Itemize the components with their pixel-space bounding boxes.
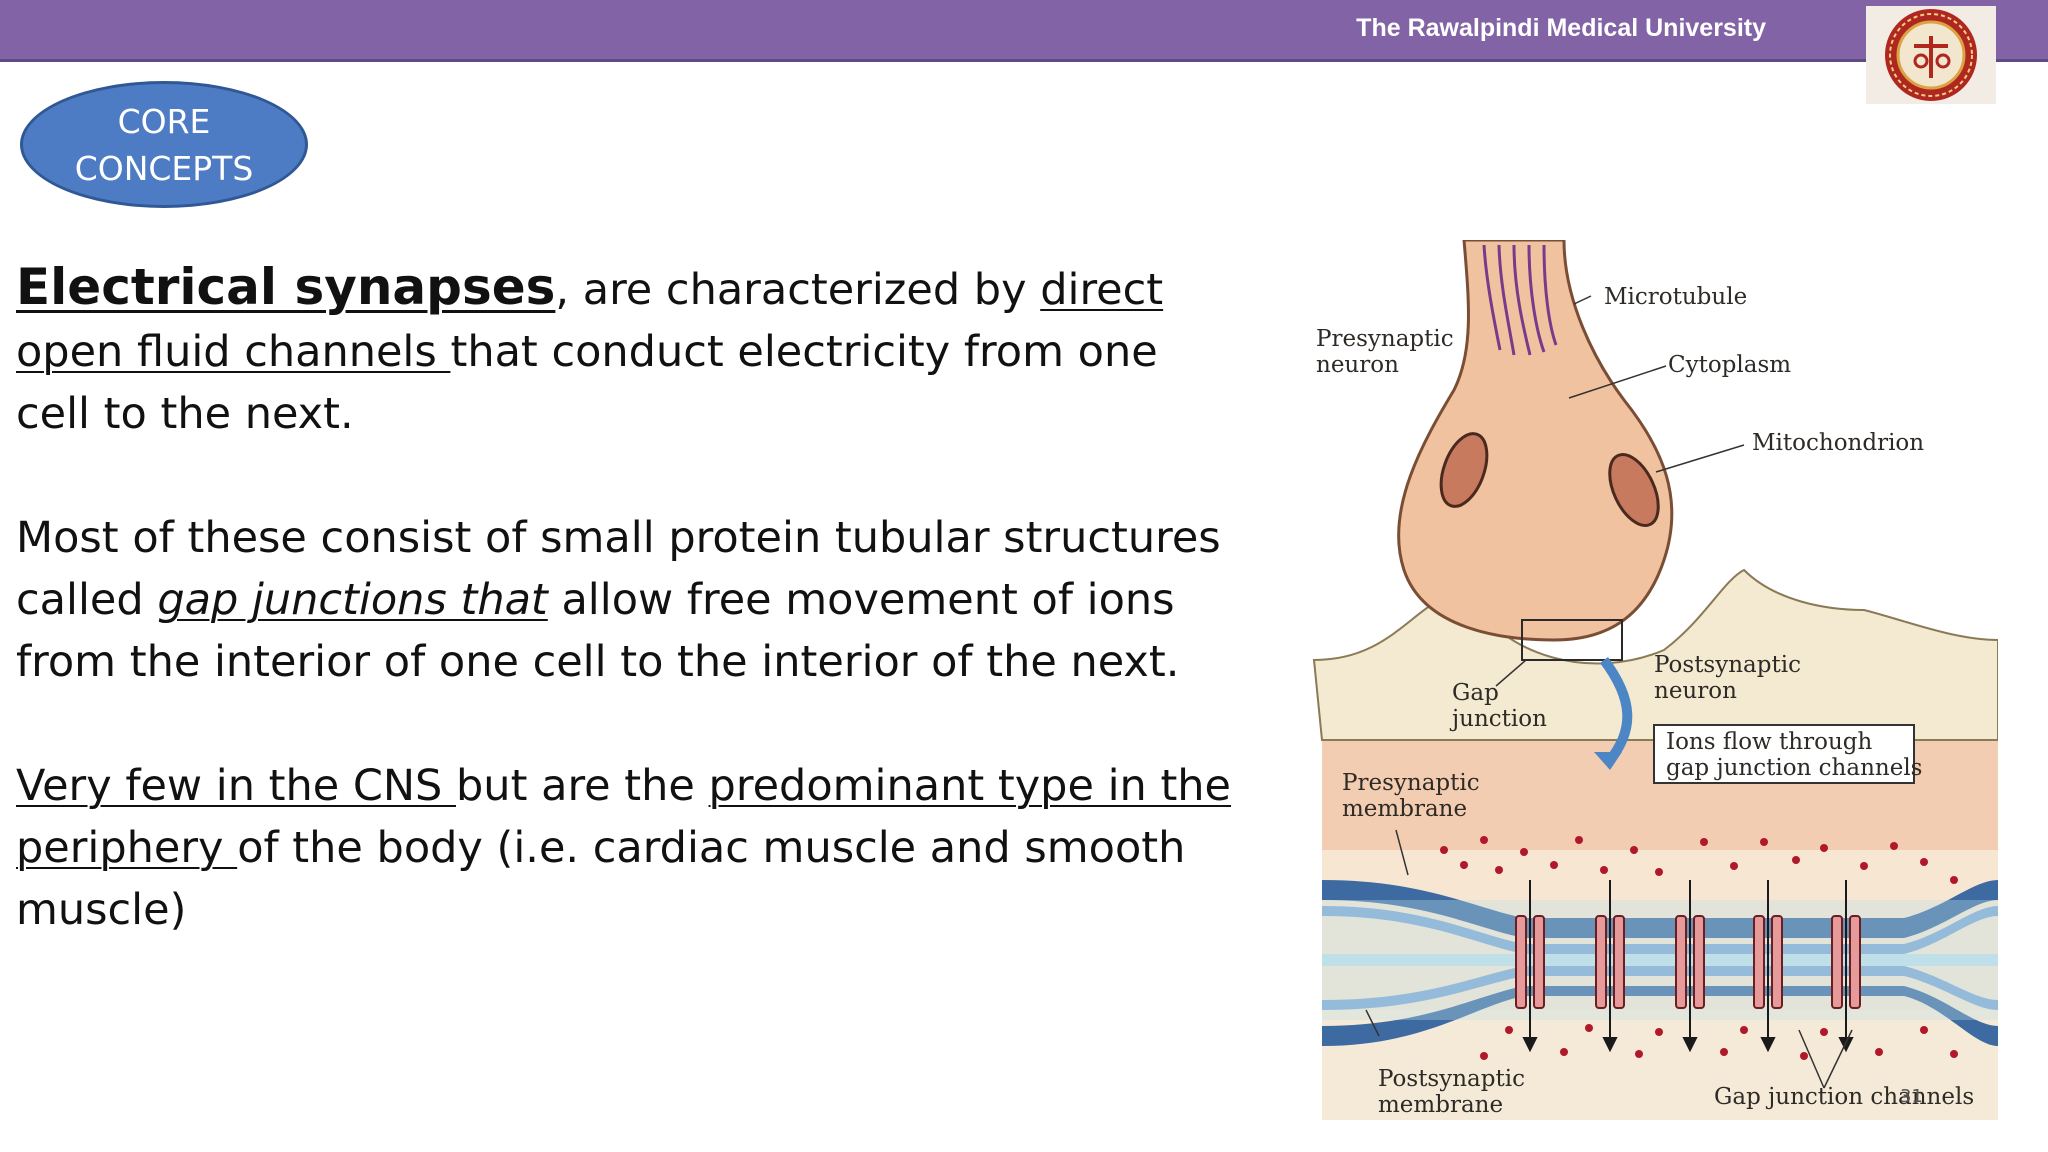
p1-text-2: that conduct electricity from one cell t… <box>16 327 1158 439</box>
p3-underline-2: predominant type in the periphery <box>16 761 1232 873</box>
university-name: The Rawalpindi Medical University <box>1356 14 1766 42</box>
p2-underline-italic: gap junctions that <box>157 575 548 625</box>
p1-underline-1: direct open fluid channels <box>16 265 1164 377</box>
slide-body: Electrical synapses, are characterized b… <box>16 256 1236 1003</box>
label-presynaptic-membrane-1: Presynaptic <box>1342 770 1480 796</box>
presynaptic-terminal <box>1397 238 1674 642</box>
postsynaptic-membrane-inner <box>1322 966 1998 1010</box>
label-postsynaptic-membrane-1: Postsynaptic <box>1378 1066 1525 1092</box>
label-ions-flow-2: gap junction channels <box>1666 755 1922 781</box>
label-mitochondrion: Mitochondrion <box>1752 430 1924 456</box>
p1-text-1: , are characterized by <box>555 265 1041 315</box>
p3-text-1: but are the <box>456 761 709 811</box>
badge-line-1: CORE <box>117 101 211 141</box>
ion-flow-arrows <box>1522 880 1854 1053</box>
gap-junction-channels <box>1515 915 1861 1009</box>
label-presynaptic-membrane-2: membrane <box>1342 796 1467 822</box>
microtubules <box>1482 244 1558 356</box>
presynaptic-membrane <box>1322 880 1998 938</box>
slide-number: 31 <box>1900 1086 1923 1107</box>
p2-text-2: allow free movement of ions from the int… <box>16 575 1180 687</box>
label-presynaptic-neuron-1: Presynaptic <box>1316 326 1454 352</box>
postsynaptic-membrane <box>1322 986 1998 1046</box>
label-postsynaptic-membrane-2: membrane <box>1378 1092 1503 1118</box>
electrical-synapse-diagram: Presynaptic neuron Microtubule Cytoplasm… <box>1304 238 1999 1120</box>
p3-text-2: of the body (i.e. cardiac muscle and smo… <box>16 823 1186 935</box>
label-gap-junction-channels: Gap junction channels <box>1714 1084 1974 1110</box>
label-microtubule: Microtubule <box>1604 284 1747 310</box>
label-postsynaptic-neuron-2: neuron <box>1654 678 1737 704</box>
ions <box>1440 836 1958 1060</box>
label-presynaptic-neuron-2: neuron <box>1316 352 1399 378</box>
ions-flow-callout <box>1653 724 1915 784</box>
gap-junction-highlight <box>1521 619 1623 661</box>
presynaptic-membrane-inner <box>1322 906 1998 954</box>
magnify-arrow <box>1599 657 1633 764</box>
synaptic-cleft <box>1322 954 1998 966</box>
core-concepts-badge: CORE CONCEPTS <box>20 81 308 208</box>
paragraph-electrical-synapses: Electrical synapses, are characterized b… <box>16 256 1236 445</box>
heading-electrical-synapses: Electrical synapses <box>16 258 556 316</box>
badge-line-2: CONCEPTS <box>74 148 254 188</box>
label-gap-1: Gap <box>1452 680 1499 706</box>
title-bar: The Rawalpindi Medical University <box>0 0 2048 62</box>
label-postsynaptic-neuron-1: Postsynaptic <box>1654 652 1801 678</box>
paragraph-gap-junctions: Most of these consist of small protein t… <box>16 507 1236 693</box>
label-ions-flow-1: Ions flow through <box>1666 729 1872 755</box>
mitochondria <box>1439 432 1660 527</box>
p2-text-1: Most of these consist of small protein t… <box>16 513 1221 625</box>
paragraph-distribution: Very few in the CNS but are the predomin… <box>16 755 1236 941</box>
label-cytoplasm: Cytoplasm <box>1668 352 1791 378</box>
p3-underline-1: Very few in the CNS <box>16 761 457 811</box>
university-logo <box>1866 6 1996 104</box>
label-gap-2: junction <box>1449 706 1547 732</box>
